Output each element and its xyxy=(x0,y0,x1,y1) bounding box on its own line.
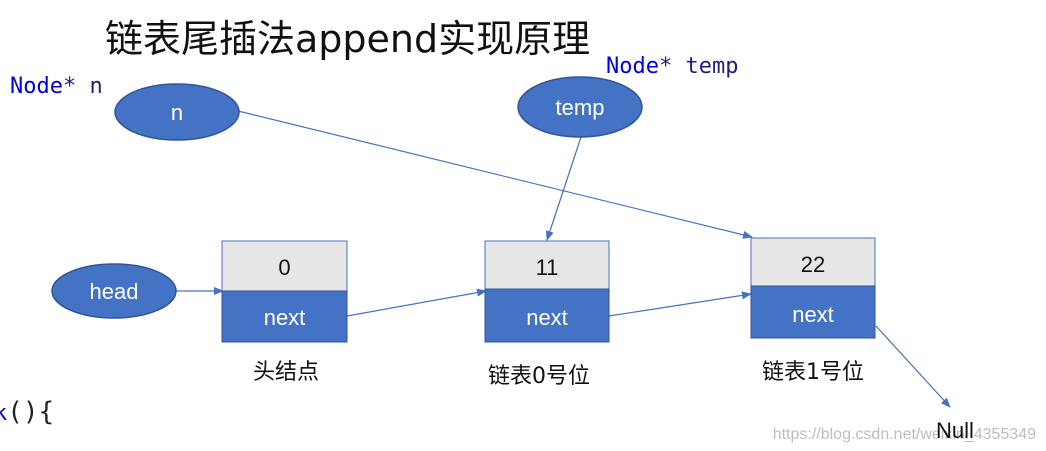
n-type-label: Node xyxy=(10,74,63,99)
temp-declaration-label: Node* temp xyxy=(606,54,738,79)
node-0-caption: 头结点 xyxy=(253,360,319,385)
arrow-n-to-node2 xyxy=(237,110,753,239)
n-declaration-label: Node* n xyxy=(10,74,103,99)
temp-var-label: * temp xyxy=(659,54,738,79)
node-2-value-box xyxy=(750,237,876,287)
diagram-title: 链表尾插法append实现原理 xyxy=(105,17,590,61)
node-2-value: 22 xyxy=(801,252,825,277)
n-var-label: * n xyxy=(63,74,103,99)
node-1-value-box xyxy=(484,240,610,290)
temp-type-label: Node xyxy=(606,54,659,79)
code-fragment-part-a: k xyxy=(0,401,7,426)
node-1-next-box xyxy=(484,288,610,343)
ellipse-head-label: head xyxy=(90,279,139,304)
ellipse-temp-label: temp xyxy=(556,95,605,120)
node-2-next-label: next xyxy=(792,302,834,327)
list-node-0: 0 next 头结点 xyxy=(221,240,348,385)
node-2-next-box xyxy=(750,285,876,339)
code-fragment-label: k(){ xyxy=(0,397,54,427)
watermark-url: https://blog.csdn.net/weixin_4355349 xyxy=(773,426,1036,443)
null-label: Null xyxy=(936,418,974,443)
node-0-next-box xyxy=(221,290,348,343)
node-0-next-label: next xyxy=(264,305,306,330)
node-0-value-box xyxy=(221,240,348,292)
arrow-node1-to-node2 xyxy=(608,291,752,317)
ellipse-head: head xyxy=(51,263,177,319)
arrow-temp-to-node1 xyxy=(546,136,582,241)
ellipse-n-label: n xyxy=(171,100,183,125)
ellipse-temp: temp xyxy=(517,76,643,138)
ellipse-n: n xyxy=(114,83,240,141)
node-1-value: 11 xyxy=(536,255,559,280)
node-1-next-label: next xyxy=(526,305,568,330)
node-1-caption: 链表0号位 xyxy=(488,364,590,389)
node-2-caption: 链表1号位 xyxy=(762,360,864,385)
list-node-2: 22 next 链表1号位 xyxy=(750,237,876,385)
node-0-value: 0 xyxy=(278,255,290,280)
code-fragment-part-b: (){ xyxy=(7,397,54,427)
arrow-node0-to-node1 xyxy=(346,288,487,317)
list-node-1: 11 next 链表0号位 xyxy=(484,240,610,389)
arrow-node2-to-null xyxy=(875,325,951,408)
